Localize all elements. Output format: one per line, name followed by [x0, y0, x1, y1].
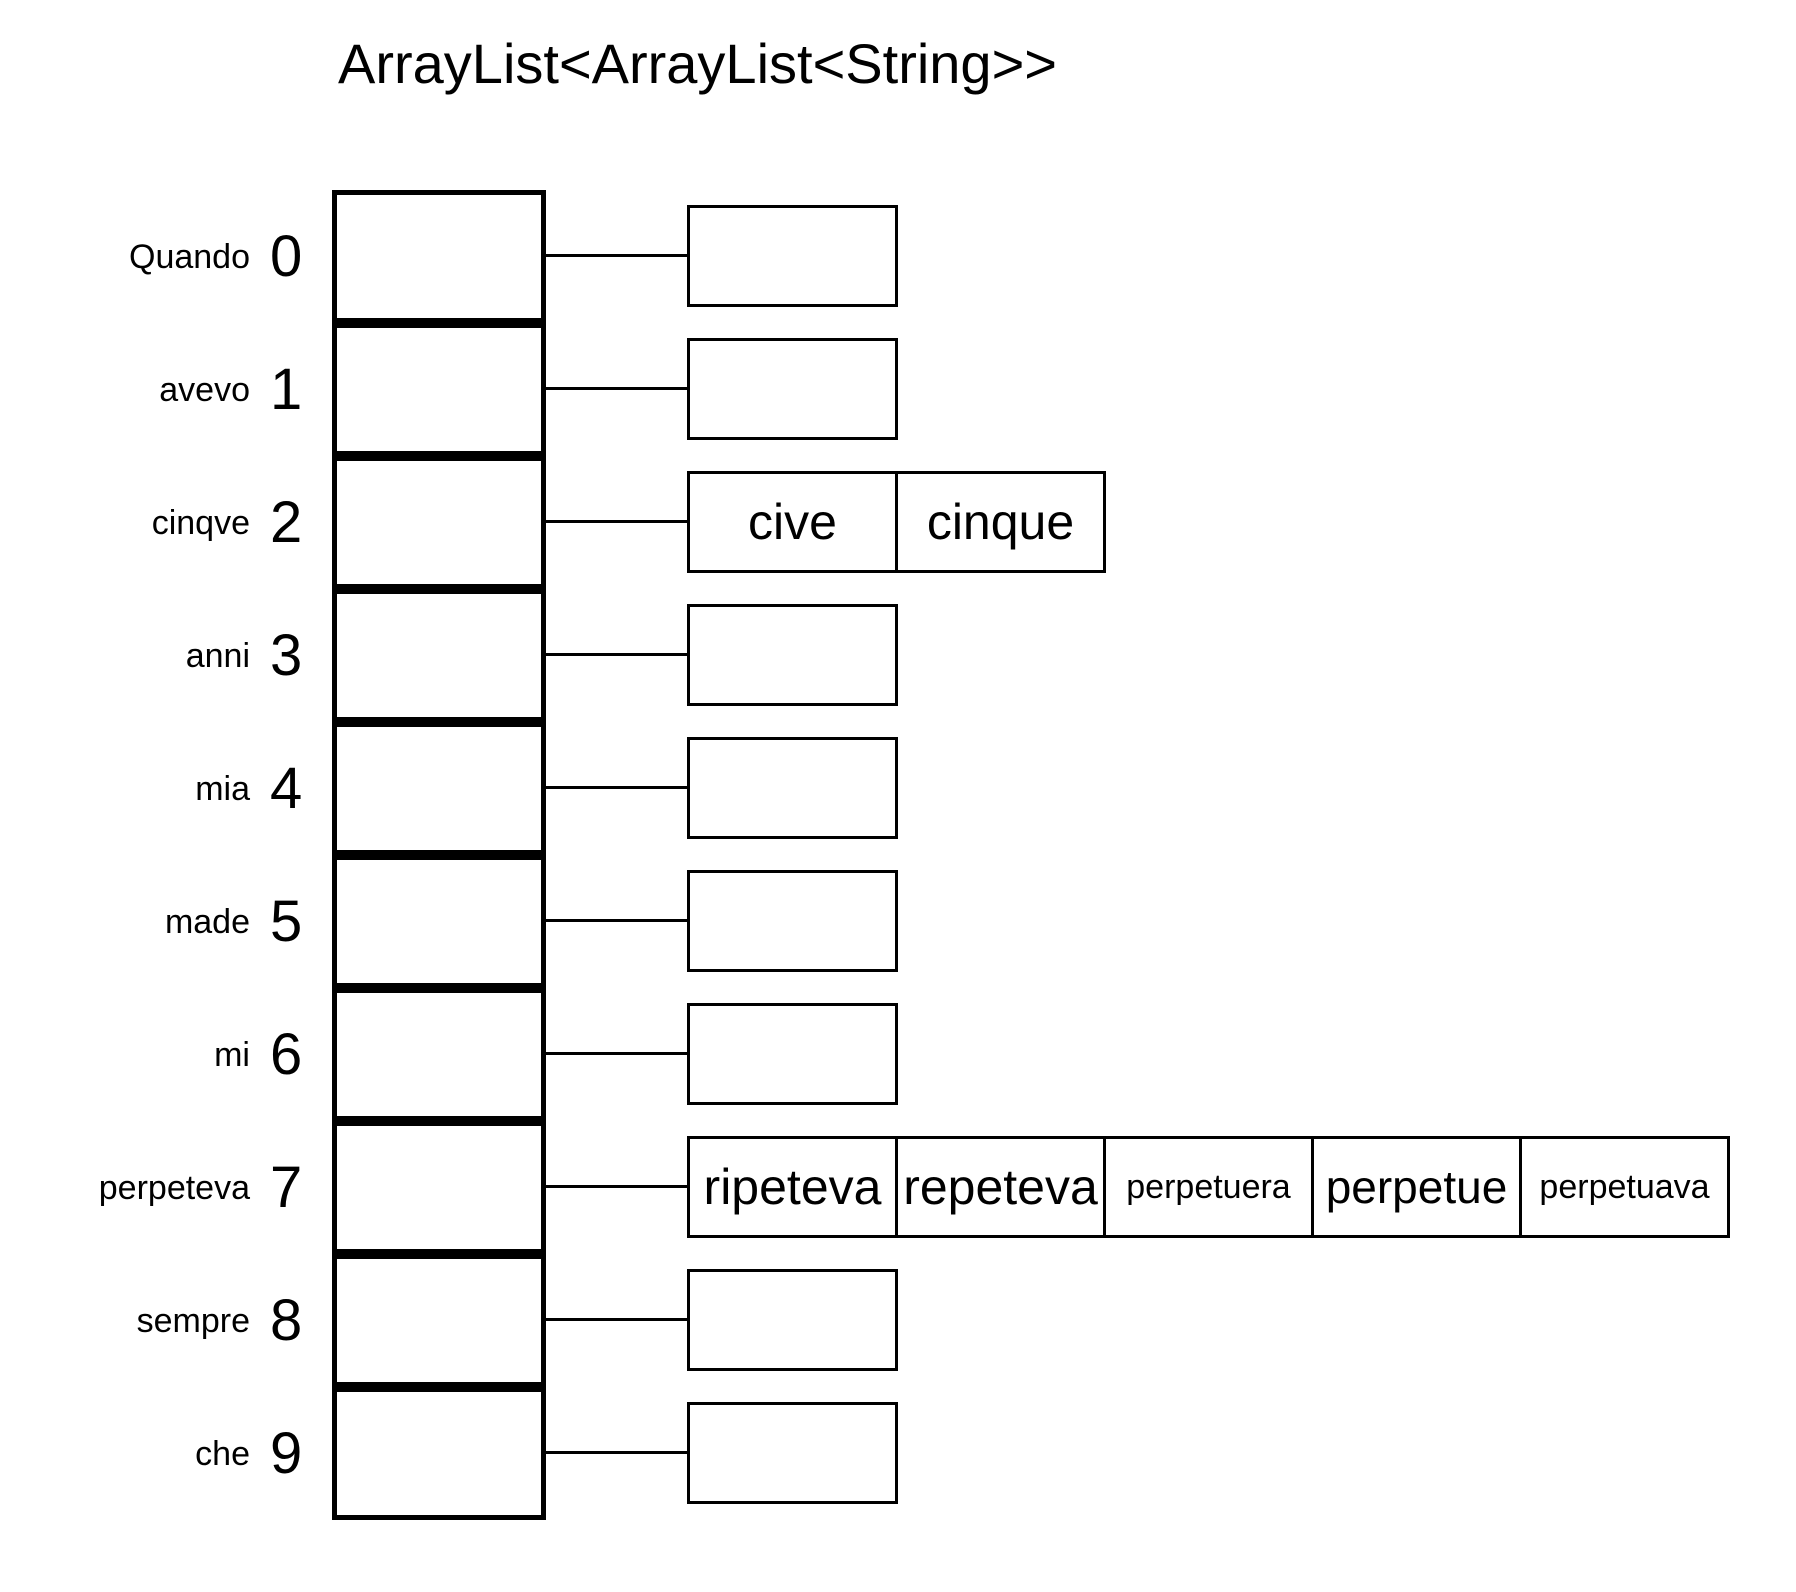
row-index-label: 1 [270, 357, 303, 422]
inner-empty-cell [687, 870, 898, 972]
outer-list-slot [332, 589, 546, 722]
reference-connector [543, 653, 688, 656]
outer-row-3: anni 3 [0, 589, 1796, 722]
reference-connector [543, 387, 688, 390]
outer-list-slot [332, 323, 546, 456]
row-word-label: che [195, 1435, 250, 1473]
row-word-label: perpeteva [98, 1169, 250, 1207]
outer-list-slot [332, 1254, 546, 1387]
inner-arraylist [687, 1269, 898, 1371]
inner-arraylist [687, 1402, 898, 1504]
reference-connector [543, 1052, 688, 1055]
inner-arraylist [687, 338, 898, 440]
row-index-label: 7 [270, 1155, 303, 1220]
outer-row-9: che 9 [0, 1387, 1796, 1520]
row-index-label: 6 [270, 1022, 303, 1087]
reference-connector [543, 786, 688, 789]
row-word-label: Quando [129, 238, 250, 276]
inner-string-cell: cive [687, 471, 898, 573]
row-index-label: 3 [270, 623, 303, 688]
row-index-label: 9 [270, 1421, 303, 1486]
row-index-label: 4 [270, 756, 303, 821]
diagram-title: ArrayList<ArrayList<String>> [338, 32, 1057, 95]
inner-empty-cell [687, 1269, 898, 1371]
inner-arraylist [687, 737, 898, 839]
row-index-label: 5 [270, 889, 303, 954]
inner-arraylist [687, 1003, 898, 1105]
reference-connector [543, 1451, 688, 1454]
inner-empty-cell [687, 1003, 898, 1105]
row-word-label: avevo [159, 371, 250, 409]
inner-string-cell: repeteva [895, 1136, 1106, 1238]
reference-connector [543, 520, 688, 523]
row-index-label: 2 [270, 490, 303, 555]
outer-list-slot [332, 988, 546, 1121]
inner-string-cell: perpetuera [1103, 1136, 1314, 1238]
outer-list-slot [332, 1387, 546, 1520]
row-index-label: 8 [270, 1288, 303, 1353]
inner-empty-cell [687, 737, 898, 839]
outer-row-6: mi 6 [0, 988, 1796, 1121]
inner-empty-cell [687, 338, 898, 440]
reference-connector [543, 1185, 688, 1188]
outer-list-slot [332, 855, 546, 988]
row-word-label: anni [185, 637, 250, 675]
row-word-label: made [164, 903, 250, 941]
inner-empty-cell [687, 205, 898, 307]
reference-connector [543, 254, 688, 257]
inner-empty-cell [687, 604, 898, 706]
inner-empty-cell [687, 1402, 898, 1504]
row-word-label: sempre [136, 1302, 250, 1340]
reference-connector [543, 1318, 688, 1321]
inner-arraylist [687, 205, 898, 307]
row-word-label: mia [195, 770, 250, 808]
outer-row-8: sempre 8 [0, 1254, 1796, 1387]
outer-row-0: Quando 0 [0, 190, 1796, 323]
reference-connector [543, 919, 688, 922]
outer-list-slot [332, 456, 546, 589]
outer-list-slot [332, 1121, 546, 1254]
inner-string-cell: perpetue [1311, 1136, 1522, 1238]
row-index-label: 0 [270, 224, 303, 289]
outer-list-slot [332, 190, 546, 323]
inner-string-cell: cinque [895, 471, 1106, 573]
inner-arraylist [687, 604, 898, 706]
outer-row-5: made 5 [0, 855, 1796, 988]
row-word-label: cinqve [151, 504, 250, 542]
outer-row-4: mia 4 [0, 722, 1796, 855]
inner-string-cell: perpetuava [1519, 1136, 1730, 1238]
inner-arraylist [687, 870, 898, 972]
row-word-label: mi [214, 1036, 250, 1074]
inner-string-cell: ripeteva [687, 1136, 898, 1238]
outer-row-1: avevo 1 [0, 323, 1796, 456]
outer-list-slot [332, 722, 546, 855]
